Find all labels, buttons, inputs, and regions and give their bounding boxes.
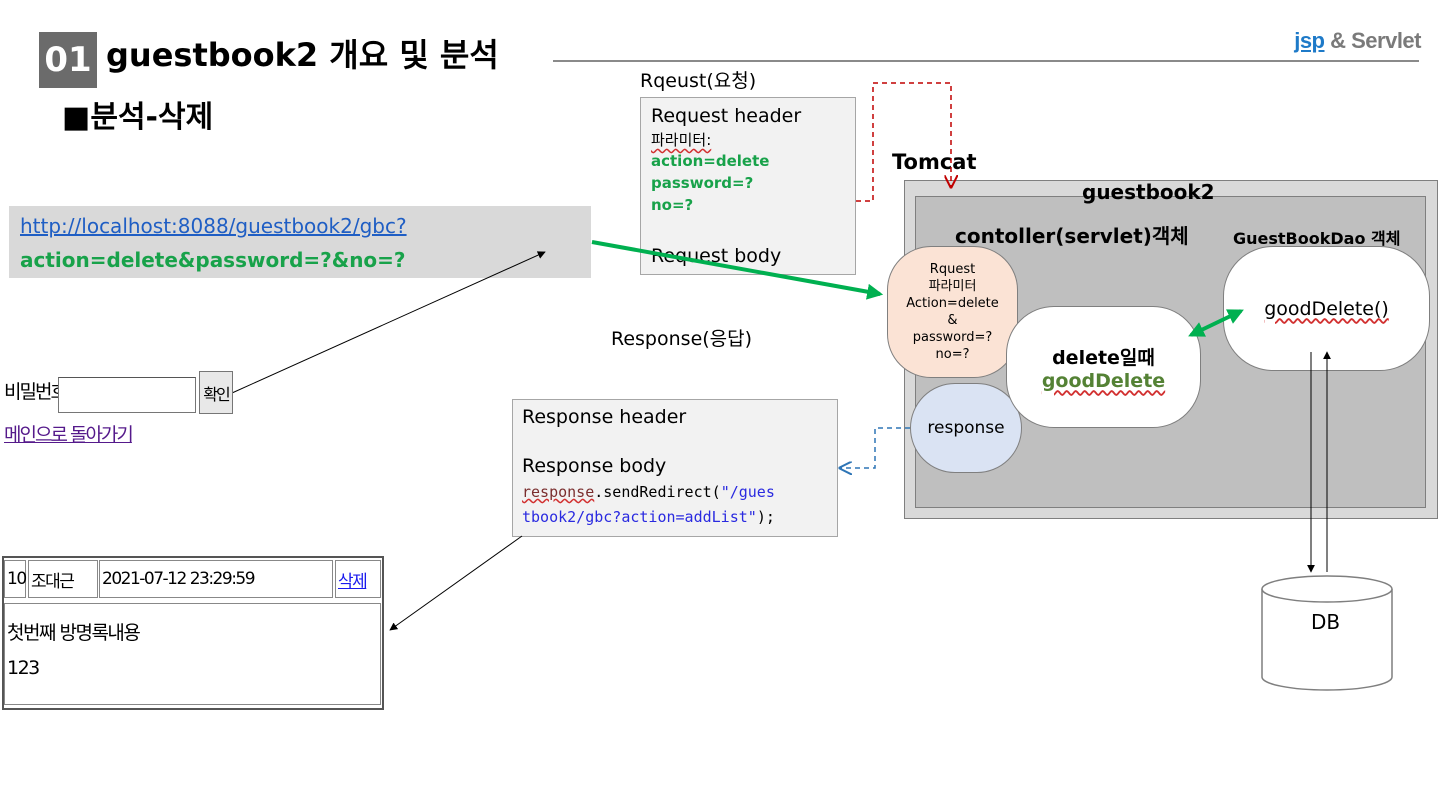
db-label: DB [1311, 610, 1341, 634]
password-label: 비밀번호 [4, 381, 68, 403]
entry-content-line: 첫번째 방명록내용 [7, 622, 141, 644]
entry-number: 10 [4, 560, 27, 598]
password-input[interactable] [58, 377, 196, 413]
confirm-button[interactable]: 확인 [199, 371, 233, 414]
brand-logo: jsp & Servlet [1294, 28, 1421, 54]
request-box-to-tomcat-arrow [856, 82, 951, 202]
redirect-code-line-1: response.sendRedirect("/gues [522, 483, 775, 501]
request-param-title: 파라미터: [651, 131, 712, 149]
page-title: guestbook2 개요 및 분석 [106, 36, 499, 74]
code-string-part-2: tbook2/gbc?action=addList" [522, 508, 757, 526]
brand-jsp: jsp [1294, 28, 1325, 53]
back-to-main-link[interactable]: 메인으로 돌아가기 [4, 424, 134, 446]
code-response-object: response [522, 483, 595, 501]
request-param-password: password=? [651, 174, 754, 192]
dao-method-label: goodDelete() [1264, 297, 1389, 320]
code-method: .sendRedirect( [594, 483, 721, 501]
bubble-line: & [947, 313, 958, 328]
response-box [512, 399, 838, 537]
request-url-link[interactable]: http://localhost:8088/guestbook2/gbc? [20, 214, 407, 238]
response-to-box-arrow [840, 427, 910, 468]
entry-content: 첫번째 방명록내용 123 [4, 603, 381, 705]
entry-delete-cell: 삭제 [335, 560, 381, 598]
response-to-list-arrow [389, 535, 523, 631]
request-box [640, 97, 856, 275]
response-bubble: response [910, 383, 1022, 473]
title-divider [553, 60, 1419, 62]
bubble-line: password=? [912, 330, 993, 345]
code-end: ); [756, 508, 775, 526]
guestbook-entry-table [2, 556, 384, 710]
brand-servlet: & Servlet [1324, 28, 1421, 53]
request-header-label: Request header [651, 105, 802, 127]
button-to-url-arrow [231, 251, 546, 394]
request-param-no: no=? [651, 196, 694, 214]
request-param-bubble: Rquest 파라미터 Action=delete & password=? n… [887, 246, 1018, 378]
db-cylinder [1261, 575, 1393, 691]
bubble-line: Action=delete [906, 296, 999, 311]
request-url-params: action=delete&password=?&no=? [20, 248, 406, 272]
dao-method-bubble: goodDelete() [1223, 246, 1430, 371]
request-param-action: action=delete [651, 152, 770, 170]
url-box [9, 206, 591, 278]
entry-date: 2021-07-12 23:29:59 [99, 560, 333, 598]
response-header-label: Response header [522, 406, 687, 428]
code-string-part-1: "/gues [720, 483, 775, 501]
redirect-code-line-2: tbook2/gbc?action=addList"); [522, 508, 775, 526]
bubble-line: Rquest [929, 262, 976, 277]
response-label: Response(응답) [611, 328, 753, 350]
response-body-label: Response body [522, 455, 667, 477]
entry-author: 조대근 [28, 560, 98, 598]
response-bubble-label: response [927, 418, 1005, 438]
section-number: 01 [39, 32, 97, 88]
request-body-label: Request body [651, 245, 782, 267]
bubble-line: no=? [935, 347, 970, 362]
tomcat-label: Tomcat [892, 150, 977, 174]
bubble-line: 파라미터 [928, 279, 977, 294]
delete-handler-bubble: delete일때 goodDelete [1006, 306, 1201, 428]
controller-dao-arrow [1188, 309, 1244, 337]
controller-label: contoller(servlet)객체 [955, 224, 1189, 248]
request-label: Rqeust(요청) [640, 70, 757, 92]
entry-content-line: 123 [7, 657, 40, 679]
delete-handler-method: goodDelete [1041, 369, 1166, 392]
delete-handler-title: delete일때 [1052, 346, 1155, 369]
dao-label: GuestBookDao 객체 [1233, 229, 1401, 248]
url-to-server-arrow [591, 240, 884, 300]
guestbook2-label: guestbook2 [1082, 180, 1215, 204]
section-subtitle: ■분석-삭제 [62, 100, 214, 135]
entry-delete-link[interactable]: 삭제 [338, 571, 368, 592]
